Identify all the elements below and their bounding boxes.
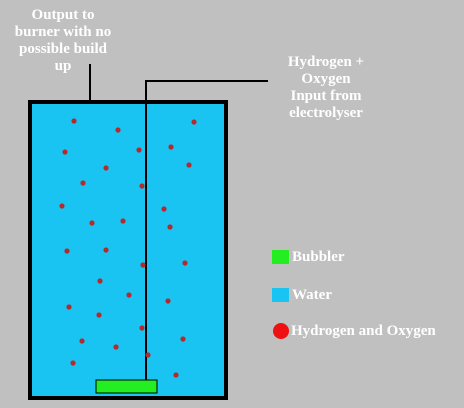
output-label-line: Output to bbox=[31, 7, 95, 23]
gas-bubble bbox=[113, 344, 119, 350]
gas-bubble bbox=[168, 144, 174, 150]
output-label-line: possible build bbox=[19, 41, 107, 57]
gas-bubble bbox=[145, 352, 151, 358]
gas-bubble bbox=[182, 260, 188, 266]
input-label-line: electrolyser bbox=[289, 105, 363, 121]
legend-gas-swatch bbox=[273, 323, 289, 339]
gas-bubble bbox=[186, 162, 192, 168]
input-pipe bbox=[145, 80, 268, 380]
legend-bubbler-label: Bubbler bbox=[292, 249, 345, 265]
gas-bubble bbox=[165, 298, 171, 304]
gas-bubble bbox=[103, 165, 109, 171]
gas-bubble bbox=[136, 147, 142, 153]
input-label: Hydrogen + Oxygen Input from electrolyse… bbox=[270, 54, 382, 122]
gas-bubble bbox=[115, 127, 121, 133]
legend-water-swatch bbox=[272, 288, 289, 302]
gas-bubble bbox=[167, 224, 173, 230]
gas-bubble bbox=[97, 278, 103, 284]
legend-gas-label: Hydrogen and Oxygen bbox=[291, 323, 436, 339]
input-label-line: Oxygen bbox=[301, 71, 351, 87]
gas-bubble bbox=[120, 218, 126, 224]
gas-bubble bbox=[64, 248, 70, 254]
gas-bubble bbox=[161, 206, 167, 212]
gas-bubble bbox=[80, 180, 86, 186]
gas-bubble bbox=[139, 183, 145, 189]
gas-bubble bbox=[173, 372, 179, 378]
input-label-line: Hydrogen + bbox=[287, 54, 365, 70]
output-label-line: up bbox=[54, 58, 72, 74]
gas-bubble bbox=[180, 336, 186, 342]
gas-bubble bbox=[79, 338, 85, 344]
gas-bubbles bbox=[59, 118, 197, 378]
gas-bubble bbox=[139, 325, 145, 331]
water-container bbox=[28, 100, 228, 400]
legend-water-label: Water bbox=[292, 287, 332, 303]
legend-bubbler-swatch bbox=[272, 250, 289, 264]
gas-bubble bbox=[71, 118, 77, 124]
output-label: Output to burner with no possible build … bbox=[6, 7, 120, 75]
gas-bubble bbox=[62, 149, 68, 155]
gas-bubble bbox=[59, 203, 65, 209]
gas-bubble bbox=[140, 262, 146, 268]
gas-bubble bbox=[96, 312, 102, 318]
gas-bubble bbox=[89, 220, 95, 226]
gas-bubble bbox=[66, 304, 72, 310]
gas-bubble bbox=[70, 360, 76, 366]
input-label-line: Input from bbox=[290, 88, 362, 104]
gas-bubble bbox=[126, 292, 132, 298]
output-label-line: burner with no bbox=[14, 24, 112, 40]
bubbler bbox=[95, 379, 158, 394]
gas-bubble bbox=[191, 119, 197, 125]
gas-bubble bbox=[103, 247, 109, 253]
